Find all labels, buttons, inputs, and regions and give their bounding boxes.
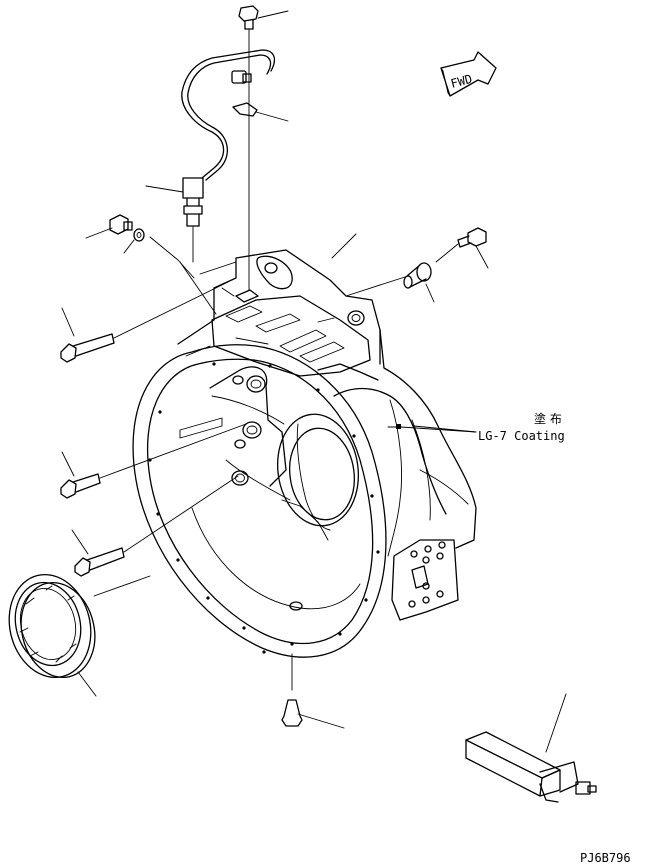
drain-plug [281,653,345,729]
top-bolt [238,5,289,291]
oil-seal [8,573,151,697]
mounting-bolt-lower [71,475,239,577]
coating-label-jp: 塗 布 [534,411,562,426]
coating-tool [465,693,597,803]
coating-label-en: LG-7 Coating [478,429,565,443]
mounting-bolt-middle [60,423,247,499]
plug-and-washer [85,214,195,279]
fwd-arrow-icon: FWD [440,51,497,97]
mounting-bolt-upper [60,281,229,363]
sensor-harness [145,49,289,263]
dowel-pin [403,262,435,303]
figure-code: PJ6B796 [580,851,631,864]
coating-marker [387,424,477,433]
right-bolt [435,227,489,269]
fwd-label: FWD [449,72,474,91]
flywheel-housing [132,249,477,658]
